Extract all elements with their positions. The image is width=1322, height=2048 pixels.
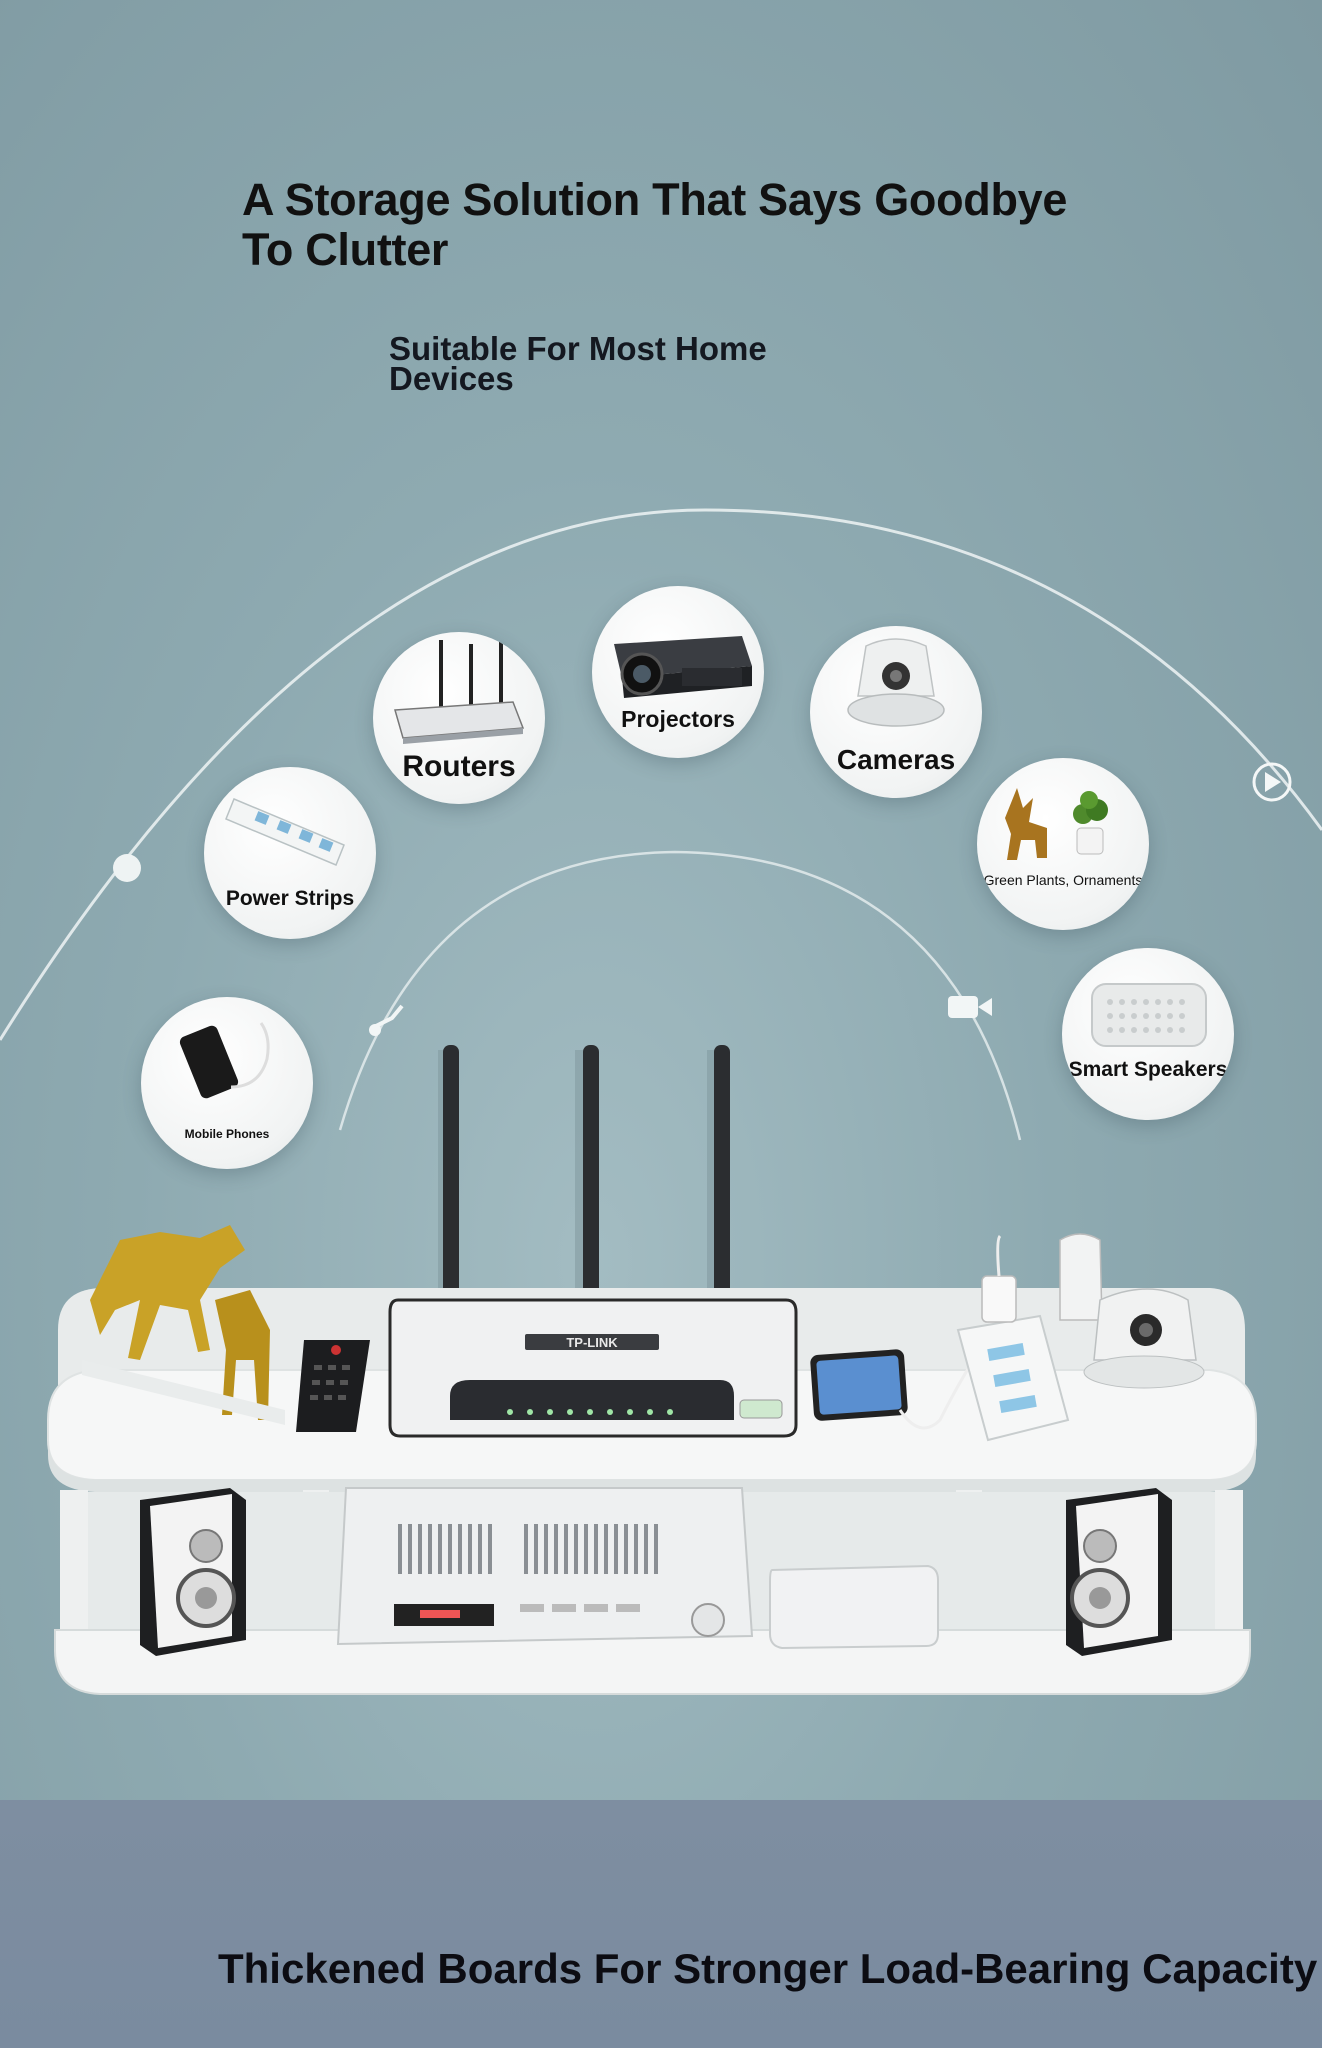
cameras-label: Cameras bbox=[836, 744, 956, 775]
subheadline: Suitable For Most Home Devices bbox=[389, 330, 889, 397]
subheadline-line-2: Devices bbox=[389, 360, 514, 397]
right-speaker bbox=[1066, 1488, 1172, 1656]
shelf-illustration: TP-LINK bbox=[47, 1045, 1257, 1695]
cameras-bubble: Cameras bbox=[810, 626, 982, 798]
mobile-phones-bubble: Mobile Phones bbox=[141, 997, 313, 1169]
projector-icon bbox=[614, 636, 752, 698]
bottom-band bbox=[0, 1800, 1322, 2048]
smart-speakers-label: Smart Speakers bbox=[1068, 1058, 1228, 1081]
music-note-icon bbox=[369, 1004, 404, 1036]
decorative-arcs bbox=[0, 508, 1322, 1141]
ornaments-icon bbox=[1005, 788, 1108, 860]
power-strips-label: Power Strips bbox=[225, 887, 355, 910]
green-plants-label: Green Plants, Ornaments bbox=[983, 872, 1143, 888]
routers-label: Routers bbox=[402, 750, 516, 783]
power-strip-icon bbox=[225, 798, 345, 866]
video-camera-icon bbox=[948, 996, 992, 1018]
subheadline-line-1: Suitable For Most Home bbox=[389, 330, 767, 367]
headline-line-1: A Storage Solution That Says Goodbye bbox=[242, 174, 1068, 225]
amplifier-device bbox=[336, 1487, 754, 1646]
remote-control bbox=[296, 1340, 370, 1432]
power-strip-device bbox=[956, 1234, 1070, 1442]
router-icon bbox=[394, 640, 525, 744]
router-antenna-middle bbox=[583, 1045, 599, 1305]
router-antenna-left bbox=[443, 1045, 459, 1305]
routers-bubble: Routers bbox=[373, 632, 545, 804]
horse-ornament bbox=[90, 1225, 270, 1420]
headline-line-2: To Clutter bbox=[242, 224, 449, 275]
left-speaker bbox=[140, 1488, 246, 1656]
speaker-icon bbox=[1091, 983, 1207, 1047]
router-brand-label: TP-LINK bbox=[566, 1335, 618, 1350]
headline: A Storage Solution That Says Goodbye To … bbox=[242, 175, 1122, 275]
power-strips-bubble: Power Strips bbox=[204, 767, 376, 939]
set-top-box-device bbox=[769, 1564, 939, 1650]
mobile-phone-icon bbox=[179, 1022, 270, 1099]
mobile-phones-label: Mobile Phones bbox=[184, 1127, 270, 1141]
green-plants-bubble: Green Plants, Ornaments bbox=[977, 758, 1149, 930]
projectors-bubble: Projectors bbox=[592, 586, 764, 758]
footer-caption: Thickened Boards For Stronger Load-Beari… bbox=[218, 1945, 1318, 1992]
play-icon bbox=[1252, 762, 1292, 802]
product-scene: A Storage Solution That Says Goodbye To … bbox=[0, 0, 1322, 1800]
dot-icon bbox=[113, 854, 141, 882]
projectors-label: Projectors bbox=[621, 706, 735, 732]
router-device: TP-LINK bbox=[388, 1298, 798, 1438]
router-antenna-right bbox=[714, 1045, 730, 1305]
smart-speakers-bubble: Smart Speakers bbox=[1062, 948, 1234, 1120]
security-camera-device bbox=[1059, 1233, 1205, 1389]
camera-icon bbox=[847, 638, 945, 727]
smartphone bbox=[810, 1299, 1002, 1430]
